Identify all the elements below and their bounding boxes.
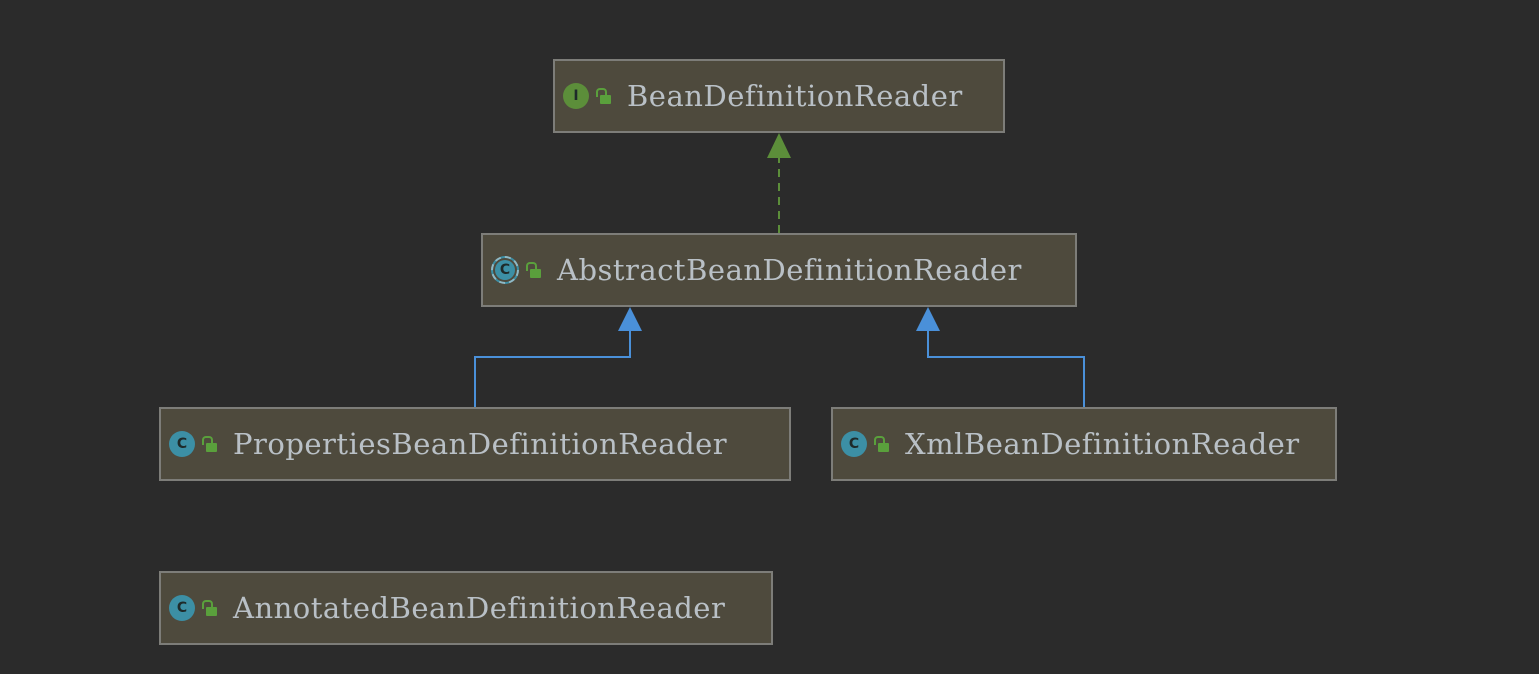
edge-extends-properties-to-abstract — [474, 307, 642, 407]
class-name-label: XmlBeanDefinitionReader — [905, 427, 1300, 461]
class-badge-icon: C — [169, 595, 195, 621]
public-lock-icon — [525, 261, 543, 279]
node-properties-bean-definition-reader[interactable]: C PropertiesBeanDefinitionReader — [159, 407, 791, 481]
node-bean-definition-reader[interactable]: I BeanDefinitionReader — [553, 59, 1005, 133]
edge-implements-abstract-to-interface — [767, 133, 791, 233]
node-abstract-bean-definition-reader[interactable]: C AbstractBeanDefinitionReader — [481, 233, 1077, 307]
public-lock-icon — [595, 87, 613, 105]
class-name-label: AnnotatedBeanDefinitionReader — [233, 591, 726, 625]
node-annotated-bean-definition-reader[interactable]: C AnnotatedBeanDefinitionReader — [159, 571, 773, 645]
public-lock-icon — [873, 435, 891, 453]
public-lock-icon — [201, 599, 219, 617]
class-badge-icon: C — [169, 431, 195, 457]
interface-badge-icon: I — [563, 83, 589, 109]
class-name-label: AbstractBeanDefinitionReader — [557, 253, 1022, 287]
class-name-label: PropertiesBeanDefinitionReader — [233, 427, 728, 461]
node-xml-bean-definition-reader[interactable]: C XmlBeanDefinitionReader — [831, 407, 1337, 481]
class-name-label: BeanDefinitionReader — [627, 79, 963, 113]
public-lock-icon — [201, 435, 219, 453]
edge-extends-xml-to-abstract — [916, 307, 1085, 407]
abstract-class-badge-icon: C — [491, 256, 519, 284]
class-badge-icon: C — [841, 431, 867, 457]
